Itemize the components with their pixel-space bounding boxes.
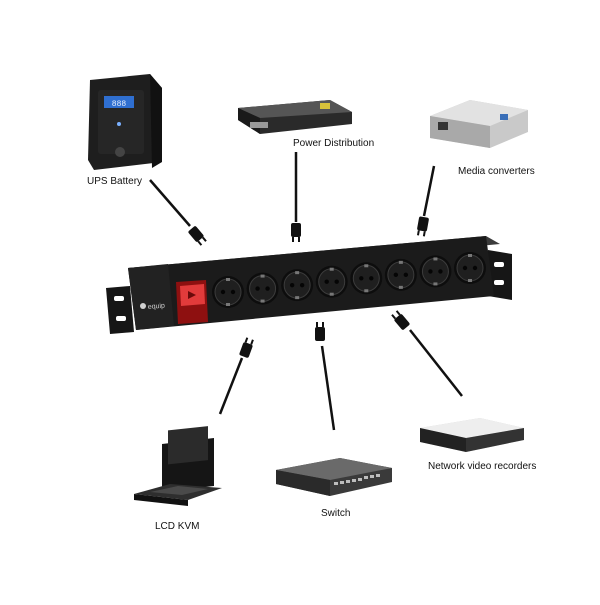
right-mount-ear — [488, 250, 512, 300]
ups-battery-label: UPS Battery — [87, 176, 143, 187]
media-port — [438, 122, 448, 130]
power-distribution-device — [238, 100, 352, 134]
socket-icon — [315, 265, 348, 298]
ups-power-led — [117, 122, 121, 126]
plug-switch-icon — [315, 322, 325, 341]
socket-icon — [350, 262, 383, 295]
socket-icon — [384, 258, 417, 291]
kvm-screen — [168, 426, 208, 465]
plug-nvr-icon — [391, 310, 410, 330]
pdu-strip: equip — [106, 236, 512, 334]
media-sticker — [500, 114, 508, 120]
cable-nvr — [391, 310, 463, 397]
kvm-keyboard — [150, 486, 208, 495]
right-mount-hole-top — [494, 262, 504, 267]
plug-kvm-icon — [239, 337, 254, 358]
nvr-device — [420, 418, 524, 452]
socket-icon — [419, 255, 452, 288]
switch-label: Switch — [321, 508, 351, 519]
pdu-label-sticker — [320, 103, 330, 109]
ups-battery-device: 888 — [88, 74, 162, 170]
left-mount-hole-top — [114, 296, 124, 301]
cable-ups — [149, 179, 207, 246]
cable-switch — [315, 322, 336, 431]
switch-ports — [334, 474, 380, 485]
brand-label: equip — [148, 303, 166, 311]
media-converter-device — [430, 100, 528, 148]
cable-kvm — [218, 337, 254, 415]
left-mount-hole-bottom — [116, 316, 126, 321]
plug-pdu-icon — [291, 223, 301, 242]
socket-icon — [246, 272, 279, 305]
left-mount-ear — [106, 286, 134, 334]
brand-logo-icon — [140, 303, 146, 309]
cable-pdu — [291, 152, 301, 242]
ups-display — [104, 96, 134, 108]
ups-display-value: 888 — [112, 100, 127, 109]
socket-icon — [281, 269, 314, 302]
switch-device — [276, 458, 392, 496]
right-mount-hole-bottom — [494, 280, 504, 285]
plug-ups-icon — [188, 226, 207, 246]
lcd-kvm-device — [134, 426, 222, 506]
socket-icon — [212, 276, 244, 308]
lcd-kvm-label: LCD KVM — [155, 521, 200, 532]
power-distribution-label: Power Distribution — [293, 138, 375, 149]
plug-media-icon — [416, 216, 429, 237]
socket-icon — [454, 252, 486, 284]
pdu-ports — [250, 122, 268, 128]
socket-row — [212, 252, 486, 308]
network-video-recorders-label: Network video recorders — [428, 461, 537, 472]
cable-media — [416, 165, 436, 237]
media-converters-label: Media converters — [458, 166, 535, 177]
ups-logo-icon — [115, 147, 125, 157]
power-switch-arrow-icon — [188, 291, 196, 299]
